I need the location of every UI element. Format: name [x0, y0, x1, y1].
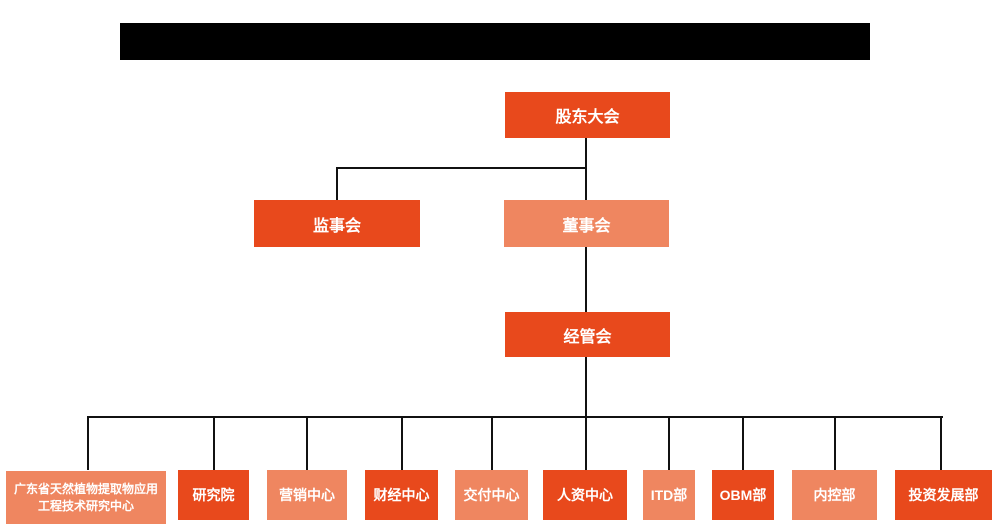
connector-line: [585, 138, 587, 200]
connector-line: [585, 416, 587, 470]
org-node-obm-department: OBM部: [712, 470, 774, 520]
org-node-hr-center: 人资中心: [543, 470, 627, 520]
org-node-supervisory-board: 监事会: [254, 200, 420, 247]
connector-line: [336, 167, 587, 169]
connector-line: [401, 416, 403, 470]
org-node-itd-department: ITD部: [643, 470, 695, 520]
connector-line: [87, 416, 943, 418]
org-node-research-center: 广东省天然植物提取物应用工程技术研究中心: [6, 471, 166, 524]
connector-line: [742, 416, 744, 470]
connector-line: [306, 416, 308, 470]
org-node-investment-development-department: 投资发展部: [895, 470, 992, 520]
org-node-finance-center: 财经中心: [365, 470, 438, 520]
connector-line: [585, 247, 587, 312]
connector-line: [834, 416, 836, 470]
org-node-delivery-center: 交付中心: [455, 470, 528, 520]
connector-line: [668, 416, 670, 470]
org-node-shareholders-meeting: 股东大会: [505, 92, 670, 138]
connector-line: [213, 416, 215, 470]
org-node-internal-control-department: 内控部: [792, 470, 877, 520]
org-node-marketing-center: 营销中心: [267, 470, 347, 520]
connector-line: [585, 357, 587, 417]
org-node-board-of-directors: 董事会: [504, 200, 669, 247]
redacted-title-bar: [120, 23, 870, 60]
connector-line: [491, 416, 493, 470]
connector-line: [336, 167, 338, 201]
org-node-research-institute: 研究院: [178, 470, 249, 520]
connector-line: [940, 416, 942, 470]
org-node-management-committee: 经管会: [505, 312, 670, 357]
connector-line: [87, 416, 89, 470]
